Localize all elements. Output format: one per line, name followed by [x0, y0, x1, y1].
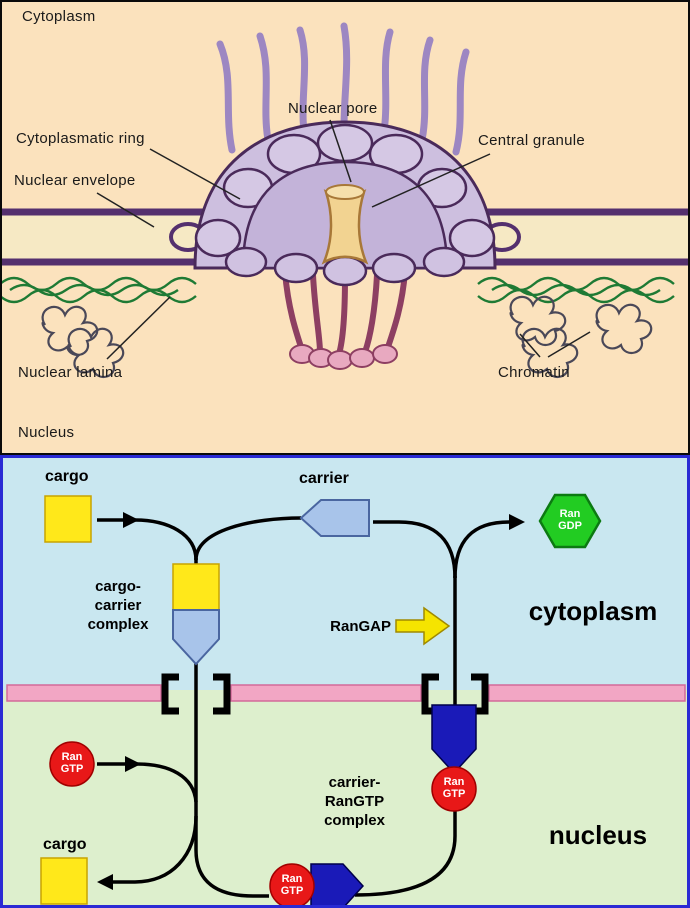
rangtp-carrier-bottom-shape: [269, 863, 365, 905]
carrier-rangtp-complex-label: carrier- RanGTP complex: [324, 774, 385, 829]
nuclear-envelope-band: [2, 208, 688, 266]
cargo-square-bottom: [40, 857, 88, 905]
cytoplasm-region-label: cytoplasm: [528, 596, 658, 626]
nuclear-membrane: [6, 684, 686, 702]
central-granule-label: Central granule: [478, 132, 586, 149]
nucleus-label: Nucleus: [18, 424, 75, 441]
carrier-label: carrier: [299, 470, 349, 487]
cargo-carrier-complex-shape: [172, 563, 220, 666]
callout-lines: [96, 119, 591, 360]
transport-diagram: [6, 493, 686, 905]
central-granule-shape: [321, 184, 369, 265]
nuclear-pore-illustration: [2, 22, 688, 379]
carrier-shape: [299, 499, 370, 537]
carrier-rangtp-complex-shape: [431, 704, 477, 812]
rangap-label: RanGAP: [330, 618, 391, 635]
cytoplasm-label: Cytoplasm: [22, 8, 96, 25]
pathway-arrows: [96, 511, 526, 898]
pore-complex-body: [193, 120, 497, 287]
cargo-top-label: cargo: [45, 468, 89, 485]
nuclear-pore-panel: Cytoplasm Nuclear pore Cytoplasmatic rin…: [0, 0, 690, 455]
nuclear-transport-panel: Ran GDP Ran GTP Ran GTP Ran GTP cargo ca…: [0, 455, 690, 908]
cargo-bottom-label: cargo: [43, 836, 87, 853]
nuclear-envelope-label: Nuclear envelope: [14, 172, 136, 189]
cytoplasmic-fibrils: [216, 22, 470, 156]
cytoplasmatic-ring-label: Cytoplasmatic ring: [16, 130, 145, 147]
nucleus-region-label: nucleus: [548, 820, 648, 850]
basket-terminal-blobs: [289, 344, 398, 370]
cargo-carrier-complex-label: cargo- carrier complex: [87, 578, 149, 633]
rangap-arrow-icon: [395, 606, 451, 646]
ran-gtp-circle-free: [49, 741, 95, 787]
cargo-square-top: [44, 495, 92, 543]
nuclear-pore-label: Nuclear pore: [288, 100, 378, 117]
chromatin-label: Chromatin: [498, 364, 570, 381]
ran-gdp-hexagon: [538, 493, 602, 549]
nuclear-lamina-mesh: [2, 276, 675, 304]
nuclear-lamina-label: Nuclear lamina: [18, 364, 123, 381]
nuclear-pore-brackets: [161, 673, 489, 715]
